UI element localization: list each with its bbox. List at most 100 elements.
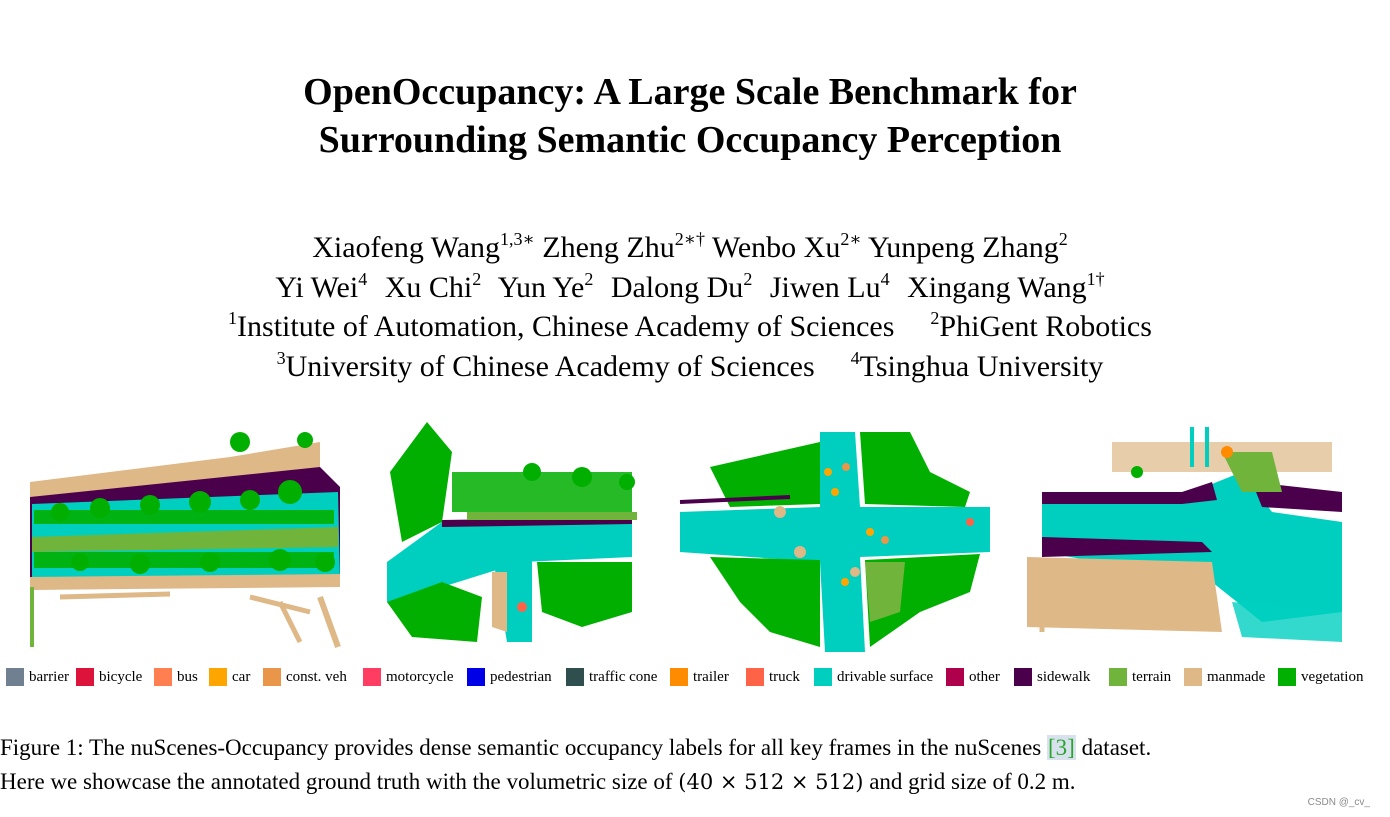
legend-item-trailer: trailer xyxy=(670,668,729,686)
author-sup: 1† xyxy=(1086,268,1105,289)
occupancy-scene-1 xyxy=(30,432,341,649)
affiliation-name: Institute of Automation, Chinese Academy… xyxy=(237,310,895,343)
author-name: Jiwen Lu xyxy=(769,270,881,304)
legend-item-barrier: barrier xyxy=(6,668,69,686)
figure-caption: Figure 1: The nuScenes-Occupancy provide… xyxy=(0,731,1390,799)
occupancy-scene-3 xyxy=(679,432,990,652)
legend-item-motorcycle: motorcycle xyxy=(363,668,453,686)
author-name: Zheng Zhu xyxy=(542,231,675,264)
author-name: Yun Ye xyxy=(497,270,585,304)
affiliation-sup: 4 xyxy=(850,347,860,368)
terrain-swatch xyxy=(1109,668,1127,686)
affiliation-row-2: 3University of Chinese Academy of Scienc… xyxy=(0,347,1380,387)
author-name: Yunpeng Zhang xyxy=(867,231,1059,264)
author-name: Wenbo Xu xyxy=(711,231,841,264)
caption-text: and grid size of 0.2 m. xyxy=(863,769,1076,794)
legend-item-other: other xyxy=(946,668,1000,686)
author-row-1: Xiaofeng Wang1,3∗ Zheng Zhu2∗† Wenbo Xu2… xyxy=(0,228,1380,268)
affiliation-name: Tsinghua University xyxy=(859,349,1104,383)
legend-label: vegetation xyxy=(1301,668,1364,685)
caption-line-2: Here we showcase the annotated ground tr… xyxy=(0,765,1390,799)
legend-item-vegetation: vegetation xyxy=(1278,668,1363,686)
legend-label: motorcycle xyxy=(386,668,454,685)
author-sup: 2 xyxy=(1058,229,1068,249)
legend-label: drivable surface xyxy=(837,668,934,685)
const-veh-swatch xyxy=(263,668,281,686)
paper-title: OpenOccupancy: A Large Scale Benchmark f… xyxy=(0,68,1380,164)
legend-label: terrain xyxy=(1132,668,1172,685)
affiliation-sup: 3 xyxy=(276,347,286,368)
author-name: Dalong Du xyxy=(610,270,744,304)
caption-text: Here we showcase the annotated ground tr… xyxy=(0,769,679,794)
bus-swatch xyxy=(154,668,172,686)
author-sup: 2∗† xyxy=(674,229,705,249)
caption-text: Figure 1: The nuScenes-Occupancy provide… xyxy=(0,735,1048,760)
legend-label: other xyxy=(969,668,1000,685)
legend-label: sidewalk xyxy=(1037,668,1091,685)
author-sup: 4 xyxy=(880,268,890,289)
title-line-2: Surrounding Semantic Occupancy Perceptio… xyxy=(318,119,1062,161)
author-sup: 2 xyxy=(584,268,594,289)
legend-label: manmade xyxy=(1207,668,1266,685)
author-name: Xiaofeng Wang xyxy=(312,231,501,264)
sidewalk-swatch xyxy=(1014,668,1032,686)
figure-occupancy-scenes xyxy=(12,412,1372,662)
legend-item-pedestrian: pedestrian xyxy=(467,668,552,686)
caption-text: dataset. xyxy=(1075,735,1152,760)
author-sup: 2∗ xyxy=(840,229,862,249)
legend-label: barrier xyxy=(29,668,69,685)
legend-label: pedestrian xyxy=(490,668,552,685)
author-sup: 4 xyxy=(358,268,368,289)
legend-label: bus xyxy=(177,668,198,685)
drivable-surface-swatch xyxy=(814,668,832,686)
occupancy-scene-4 xyxy=(1027,427,1342,642)
author-sup: 2 xyxy=(472,268,482,289)
vegetation-swatch xyxy=(1278,668,1296,686)
author-sup: 2 xyxy=(743,268,753,289)
affiliation-name: University of Chinese Academy of Science… xyxy=(285,349,815,383)
title-line-1: OpenOccupancy: A Large Scale Benchmark f… xyxy=(303,71,1077,113)
legend-item-sidewalk: sidewalk xyxy=(1014,668,1090,686)
legend-item-drivable-surface: drivable surface xyxy=(814,668,933,686)
manmade-swatch xyxy=(1184,668,1202,686)
legend-item-bus: bus xyxy=(154,668,198,686)
barrier-swatch xyxy=(6,668,24,686)
bicycle-swatch xyxy=(76,668,94,686)
traffic-cone-swatch xyxy=(566,668,584,686)
trailer-swatch xyxy=(670,668,688,686)
pedestrian-swatch xyxy=(467,668,485,686)
legend-item-bicycle: bicycle xyxy=(76,668,142,686)
author-name: Yi Wei xyxy=(275,270,359,304)
legend-label: bicycle xyxy=(99,668,143,685)
affiliation-row-1: 1Institute of Automation, Chinese Academ… xyxy=(0,307,1380,347)
affiliation-sup: 1 xyxy=(228,308,238,328)
watermark: CSDN @_cv_ xyxy=(1307,797,1370,808)
caption-line-1: Figure 1: The nuScenes-Occupancy provide… xyxy=(0,731,1390,765)
author-row-2: Yi Wei4 Xu Chi2 Yun Ye2 Dalong Du2 Jiwen… xyxy=(0,268,1380,308)
occupancy-scene-2 xyxy=(387,422,637,642)
author-name: Xingang Wang xyxy=(907,270,1087,304)
car-swatch xyxy=(209,668,227,686)
legend-item-const-veh: const. veh xyxy=(263,668,347,686)
legend-label: truck xyxy=(769,668,800,685)
truck-swatch xyxy=(746,668,764,686)
legend-label: const. veh xyxy=(286,668,347,685)
legend-item-manmade: manmade xyxy=(1184,668,1265,686)
legend-item-traffic-cone: traffic cone xyxy=(566,668,657,686)
citation-link[interactable]: [3] xyxy=(1047,735,1076,760)
legend-item-truck: truck xyxy=(746,668,800,686)
affiliation-sup: 2 xyxy=(930,308,940,328)
author-sup: 1,3∗ xyxy=(500,229,535,249)
legend-label: traffic cone xyxy=(589,668,658,685)
legend-label: car xyxy=(232,668,251,685)
semantic-class-legend: barrier bicycle bus car const. veh motor… xyxy=(6,668,1390,692)
motorcycle-swatch xyxy=(363,668,381,686)
legend-label: trailer xyxy=(693,668,729,685)
affiliation-name: PhiGent Robotics xyxy=(939,310,1152,343)
legend-item-terrain: terrain xyxy=(1109,668,1171,686)
other-swatch xyxy=(946,668,964,686)
author-block: Xiaofeng Wang1,3∗ Zheng Zhu2∗† Wenbo Xu2… xyxy=(0,228,1380,386)
volumetric-size-math: (40 × 512 × 512) xyxy=(678,770,864,794)
legend-item-car: car xyxy=(209,668,250,686)
author-name: Xu Chi xyxy=(384,270,473,304)
